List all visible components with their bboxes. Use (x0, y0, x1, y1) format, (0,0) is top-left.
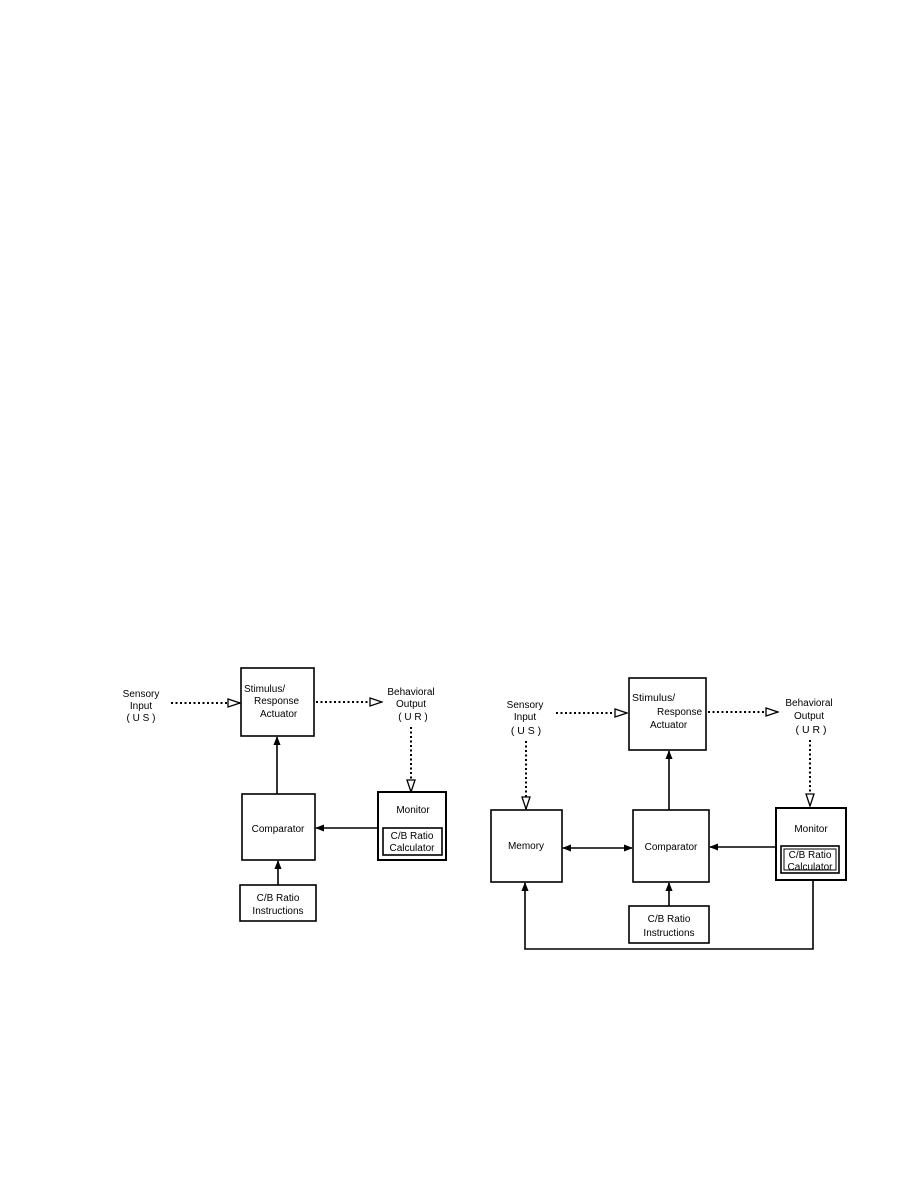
left-stimulus-response-box (240, 667, 315, 737)
left-cb-instructions-label: C/B Ratio Instructions (252, 893, 303, 917)
left-sensory-input-label: Sensory Input ( U S ) (123, 689, 160, 724)
svg-text:Stimulus/: Stimulus/ (632, 692, 675, 704)
right-cb-ratio-calculator-label: C/B Ratio Calculator (787, 850, 833, 873)
right-cb-instructions-label: C/B Ratio Instructions (643, 914, 694, 939)
right-comparator-label: Comparator (645, 842, 698, 853)
right-comparator-box (632, 809, 710, 883)
svg-text:Instructions: Instructions (643, 928, 694, 939)
svg-text:C/B Ratio: C/B Ratio (789, 850, 832, 861)
left-monitor-label: Monitor (396, 805, 430, 816)
svg-text:( U S ): ( U S ) (127, 713, 156, 724)
svg-text:Input: Input (130, 701, 152, 712)
svg-text:Behavioral: Behavioral (785, 698, 832, 709)
right-cb-ratio-calculator-inner-frame (783, 848, 837, 871)
right-sensory-input-label: Sensory Input ( U S ) (507, 700, 544, 737)
right-diagram: Sensory Input ( U S ) Stimulus/ Response… (490, 677, 847, 950)
svg-text:( U R ): ( U R ) (796, 724, 827, 736)
left-behavioral-output-label: Behavioral Output ( U R ) (387, 687, 434, 723)
svg-text:Calculator: Calculator (389, 843, 435, 854)
svg-text:Output: Output (794, 711, 824, 722)
right-behavioral-output-label: Behavioral Output ( U R ) (785, 698, 832, 736)
svg-text:( U S ): ( U S ) (511, 725, 541, 737)
right-memory-box (490, 809, 563, 883)
svg-text:Actuator: Actuator (260, 709, 298, 720)
svg-text:Actuator: Actuator (650, 720, 688, 731)
svg-text:Behavioral: Behavioral (387, 687, 434, 698)
left-cb-ratio-calculator-label: C/B Ratio Calculator (389, 831, 435, 854)
svg-text:Response: Response (657, 707, 702, 718)
left-stimulus-response-label: Stimulus/ Response Actuator (244, 684, 299, 720)
svg-text:Calculator: Calculator (787, 862, 833, 873)
right-stimulus-response-box (628, 677, 707, 751)
right-cb-instructions-box (628, 905, 710, 944)
right-cb-ratio-calculator-box (780, 845, 840, 874)
right-monitor-to-memory-feedback-arrow (521, 880, 814, 950)
svg-text:Output: Output (396, 699, 426, 710)
svg-text:Sensory: Sensory (507, 700, 544, 711)
left-comparator-label: Comparator (252, 824, 305, 835)
svg-text:Input: Input (514, 712, 536, 723)
svg-text:C/B Ratio: C/B Ratio (391, 831, 434, 842)
svg-text:Instructions: Instructions (252, 906, 303, 917)
svg-text:Response: Response (254, 696, 299, 707)
left-diagram: Sensory Input ( U S ) Stimulus/ Response… (123, 667, 447, 922)
svg-text:C/B Ratio: C/B Ratio (257, 893, 300, 904)
right-memory-label: Memory (508, 841, 544, 852)
right-stimulus-response-label: Stimulus/ Response Actuator (632, 692, 702, 731)
svg-text:C/B Ratio: C/B Ratio (648, 914, 691, 925)
left-comparator-box (241, 793, 316, 861)
svg-text:Stimulus/: Stimulus/ (244, 684, 285, 695)
svg-text:( U R ): ( U R ) (398, 712, 427, 723)
right-monitor-label: Monitor (794, 824, 828, 835)
svg-text:Sensory: Sensory (123, 689, 160, 700)
left-cb-ratio-calculator-box (382, 827, 443, 856)
